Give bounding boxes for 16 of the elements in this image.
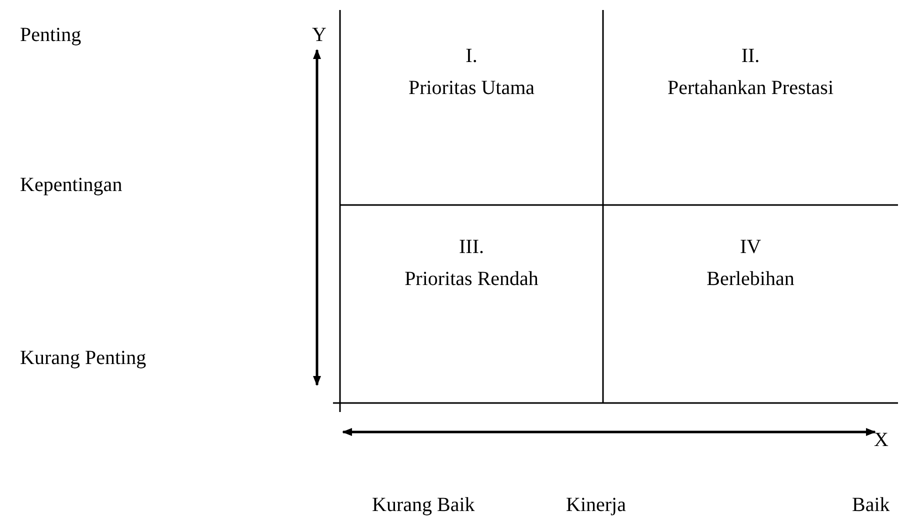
quadrant-number: III. (458, 235, 485, 260)
axis-name: X (874, 428, 888, 452)
quadrant-label: Pertahankan Prestasi (666, 76, 835, 101)
axis-end-label: Kurang Baik (372, 493, 475, 517)
axis-name: Kepentingan (20, 173, 122, 197)
quadrant-number: IV (738, 235, 762, 260)
axis-end-label: Kurang Penting (20, 346, 146, 370)
quadrant-number: I. (464, 44, 478, 69)
quadrant-label: Prioritas Utama (407, 76, 536, 101)
axis-name: Y (312, 23, 326, 47)
quadrant-number: II. (740, 44, 761, 69)
quadrant-label: Prioritas Rendah (404, 267, 540, 292)
axis-name: Kinerja (566, 493, 626, 517)
axis-end-label: Baik (852, 493, 890, 517)
axis-end-label: Penting (20, 23, 82, 47)
quadrant-label: Berlebihan (706, 267, 796, 292)
